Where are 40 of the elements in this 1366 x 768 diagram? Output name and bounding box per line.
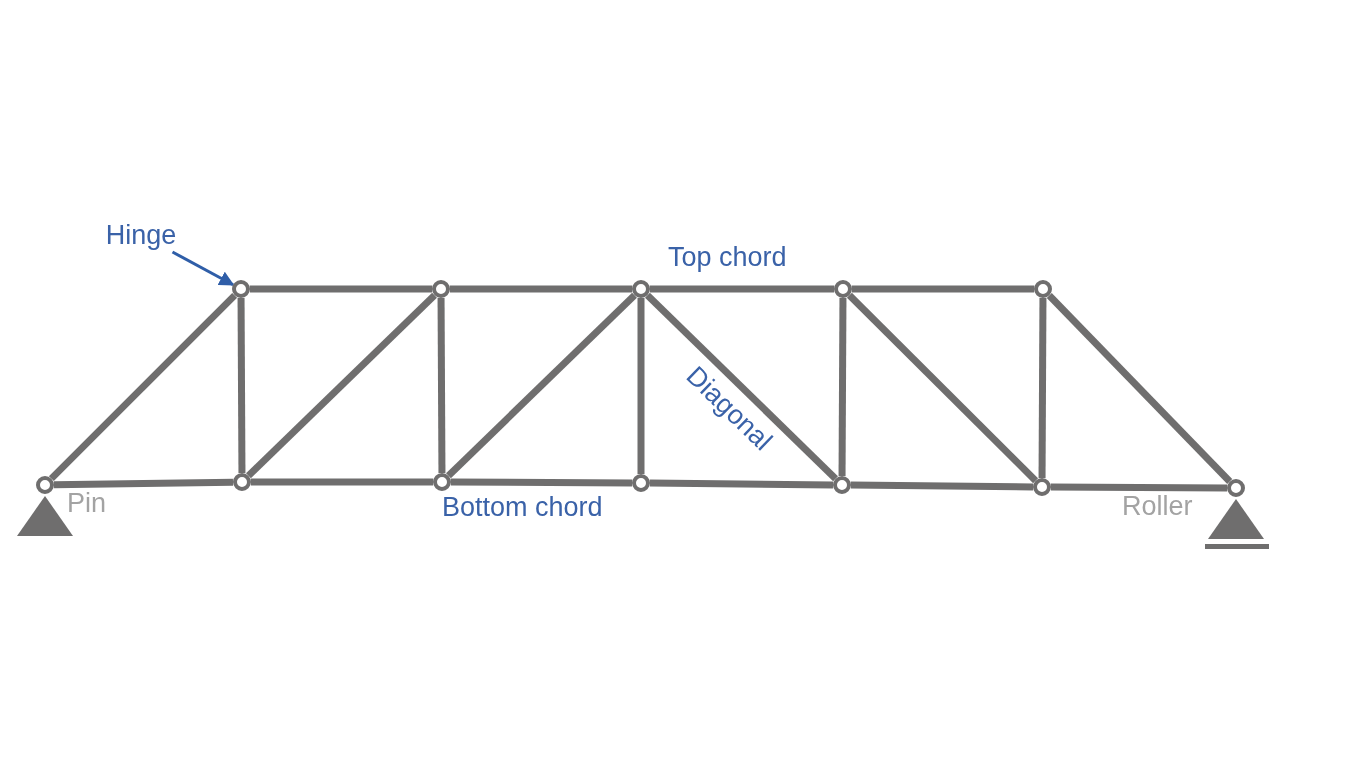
truss-member bbox=[53, 478, 234, 489]
truss-member bbox=[450, 285, 632, 293]
truss-member bbox=[650, 285, 834, 293]
truss-member bbox=[846, 292, 1039, 484]
hinge-joint bbox=[833, 476, 851, 494]
truss-member bbox=[649, 479, 834, 489]
truss-member bbox=[852, 285, 1034, 293]
truss-member bbox=[246, 292, 437, 479]
truss-member bbox=[251, 478, 433, 486]
truss-member bbox=[48, 292, 238, 482]
leader-arrow bbox=[171, 250, 235, 287]
hinge-joint bbox=[632, 474, 650, 492]
truss-member bbox=[1046, 293, 1233, 484]
truss-member bbox=[645, 292, 838, 482]
hinge-joint bbox=[36, 476, 54, 494]
hinge-joint bbox=[1034, 280, 1052, 298]
support-label: Roller bbox=[1122, 493, 1193, 520]
truss-member bbox=[237, 298, 246, 473]
hinge-joint bbox=[632, 280, 650, 298]
callout-label: Hinge bbox=[105, 221, 177, 249]
truss-member bbox=[451, 478, 632, 487]
truss-member bbox=[1038, 298, 1047, 478]
truss-member bbox=[637, 298, 645, 474]
hinge-joint bbox=[834, 280, 852, 298]
hinge-joint bbox=[433, 473, 451, 491]
hinge-joint bbox=[432, 280, 450, 298]
truss-member bbox=[850, 481, 1034, 491]
member-label: Top chord bbox=[668, 244, 787, 271]
hinge-joint bbox=[1227, 479, 1245, 497]
member-label: Bottom chord bbox=[442, 494, 603, 521]
support-label: Pin bbox=[67, 490, 107, 517]
hinge-joint bbox=[233, 473, 251, 491]
truss-member bbox=[437, 298, 446, 473]
truss-member bbox=[1051, 483, 1227, 492]
hinge-joint bbox=[1033, 478, 1051, 496]
truss-member bbox=[250, 285, 432, 293]
hinge-joint bbox=[232, 280, 250, 298]
truss-member bbox=[838, 298, 847, 476]
truss-member bbox=[446, 292, 637, 479]
roller-support bbox=[1208, 499, 1264, 539]
